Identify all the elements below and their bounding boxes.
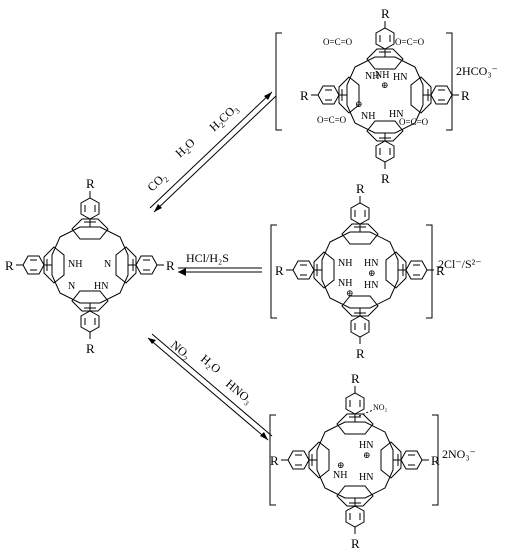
r-right: R (431, 453, 440, 468)
plus-charge: ⊕ (337, 460, 345, 470)
bracket-left-bottom (269, 414, 276, 506)
r-right: R (436, 263, 445, 278)
hn-label: HN (359, 440, 373, 451)
r-top: R (381, 6, 390, 21)
nh-label: NH (338, 278, 352, 289)
hn-label: HN (389, 109, 403, 120)
nh-label: NH (375, 70, 389, 81)
bracket-right-middle (426, 224, 433, 319)
r-left: R (275, 263, 284, 278)
free-base-porphyrin: R R R R NH HN N N (5, 176, 175, 356)
nitro-adduct: NO₂ (373, 403, 388, 412)
nh-label: NH (361, 111, 375, 122)
co2-molecule: O=C=O (399, 117, 429, 127)
n-label: N (104, 259, 111, 270)
r-left: R (300, 88, 309, 103)
r-top: R (351, 371, 360, 386)
counter-ion-top: 2HCO₃⁻ (456, 64, 498, 78)
n-label: N (68, 281, 75, 292)
r-top: R (86, 176, 95, 191)
bracket-right-top (446, 32, 453, 131)
hn-label: HN (364, 258, 378, 269)
r-bottom: R (86, 341, 95, 356)
r-right: R (461, 88, 470, 103)
r-bottom: R (356, 346, 365, 361)
equilibrium-arrow-middle (178, 267, 262, 276)
counter-ion-middle: 2Cl⁻/S²⁻ (438, 257, 482, 271)
r-left: R (5, 258, 14, 273)
plus-charge: ⊕ (355, 99, 363, 109)
equilibrium-arrow-bottom (147, 333, 273, 441)
bracket-right-bottom (432, 414, 439, 506)
reagent-h2o-top: H2O (172, 135, 199, 161)
r-top: R (356, 181, 365, 196)
r-bottom: R (351, 536, 360, 550)
r-left: R (270, 453, 279, 468)
chloride-sulfide-product: R R R R NH HN ⊕ NH ⊕ HN (275, 181, 445, 361)
hn-label: HN (94, 281, 108, 292)
plus-charge: ⊕ (363, 450, 371, 460)
reagent-no2: NO2 (167, 338, 194, 364)
carbonate-product: R R R R NH NH HN ⊕ ⊕ NH HN O=C=O O=C=O O… (300, 6, 470, 186)
r-bottom: R (381, 171, 390, 186)
reagent-h2o-bottom: H₂O (198, 352, 224, 377)
hn-label: HN (393, 72, 407, 83)
co2-molecule: O=C=O (395, 37, 425, 47)
nh-label: NH (338, 258, 352, 269)
nitrate-product: R R R R NO₂ HN ⊕ ⊕ NH HN (270, 371, 440, 550)
bracket-left-middle (270, 224, 277, 319)
nh-label: NH (333, 470, 347, 481)
co2-molecule: O=C=O (323, 37, 353, 47)
reagent-hcl-h2s: HCl/H₂S (186, 251, 229, 265)
equilibrium-arrow-top (149, 91, 277, 213)
hn-label: HN (364, 280, 378, 291)
plus-charge: ⊕ (346, 288, 354, 298)
nh-label: NH (365, 71, 379, 82)
co2-molecule: O=C=O (317, 115, 347, 125)
dashed-bond (358, 409, 374, 417)
r-right: R (166, 258, 175, 273)
nh-label: NH (68, 259, 82, 270)
counter-ion-bottom: 2NO₃⁻ (442, 447, 476, 461)
hn-label: HN (359, 472, 373, 483)
plus-charge: ⊕ (381, 80, 389, 90)
reagent-h2co3: H2CO3 (206, 101, 241, 135)
plus-charge: ⊕ (368, 268, 376, 278)
bracket-left-top (275, 32, 282, 131)
reagent-hno3: HNO₃ (223, 377, 255, 407)
